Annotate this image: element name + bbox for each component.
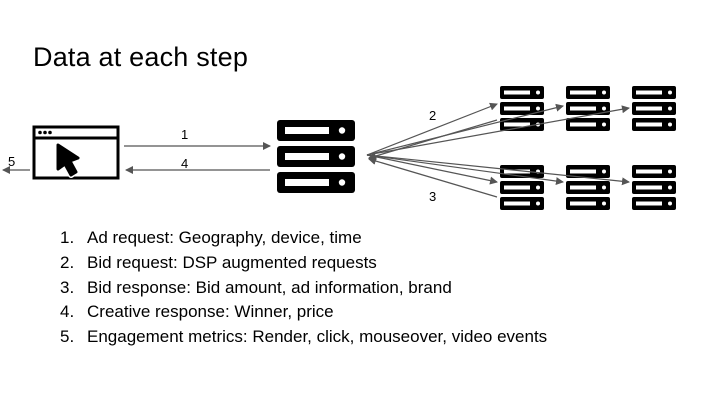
bid-response-arrows	[368, 119, 498, 198]
browser-window-icon	[32, 125, 120, 180]
step-number: 3.	[60, 277, 75, 297]
step-text: Bid response: Bid amount, ad information…	[87, 277, 452, 297]
slide-title: Data at each step	[33, 42, 249, 72]
dsp-server-icon	[566, 86, 610, 131]
step-list: 1. Ad request: Geography, device, time 2.…	[60, 226, 547, 350]
list-item: 5. Engagement metrics: Render, click, mou…	[60, 325, 547, 350]
step-text: Bid request: DSP augmented requests	[87, 252, 377, 272]
dsp-servers-top-row	[500, 86, 676, 131]
list-item: 2. Bid request: DSP augmented requests	[60, 251, 547, 276]
dsp-server-icon	[632, 86, 676, 131]
mouse-cursor-icon	[55, 142, 81, 178]
arrow-label-2: 2	[429, 108, 436, 123]
step-number: 5.	[60, 327, 75, 347]
step-text: Engagement metrics: Render, click, mouse…	[87, 327, 548, 347]
arrow-label-3: 3	[429, 189, 436, 204]
arrow-label-5: 5	[8, 154, 15, 169]
step-number: 1.	[60, 228, 75, 247]
step-number: 4.	[60, 302, 75, 322]
list-item: 4. Creative response: Winner, price	[60, 300, 547, 325]
ad-exchange-server-icon	[277, 120, 355, 193]
arrow-label-1: 1	[181, 127, 188, 142]
arrow-label-4: 4	[181, 156, 188, 171]
step-number: 2.	[60, 252, 75, 272]
dsp-server-icon	[632, 165, 676, 210]
step-text: Creative response: Winner, price	[87, 302, 334, 322]
step-text: Ad request: Geography, device, time	[87, 228, 362, 247]
list-item: 1. Ad request: Geography, device, time	[60, 226, 547, 251]
bid-request-arrows	[366, 102, 630, 186]
dsp-server-icon	[566, 165, 610, 210]
dsp-server-icon	[500, 165, 544, 210]
list-item: 3. Bid response: Bid amount, ad informati…	[60, 276, 547, 301]
